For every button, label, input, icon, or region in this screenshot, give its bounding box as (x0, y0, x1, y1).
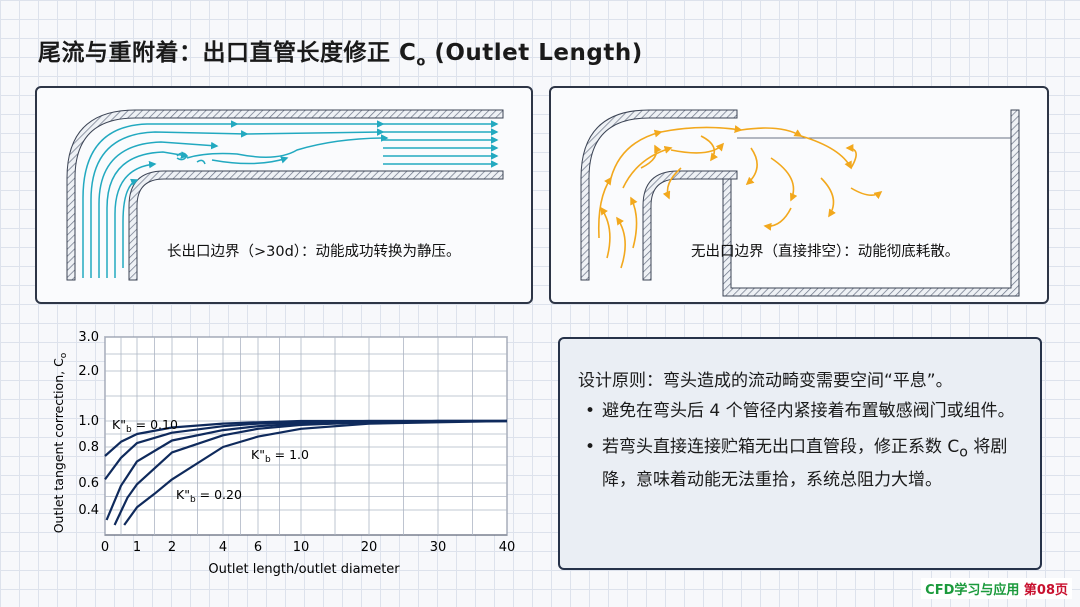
streamline (114, 160, 157, 278)
curve-label: K"b = 0.20 (176, 487, 242, 505)
turbulent-streamline (820, 177, 836, 218)
design-principle-note: 设计原则：弯头造成的流动畸变需要空间“平息”。 •避免在弯头后 4 个管径内紧接… (558, 337, 1042, 570)
y-tick-label: 2.0 (78, 364, 99, 379)
x-axis-label: Outlet length/outlet diameter (208, 562, 400, 577)
streamline (106, 151, 189, 278)
turbulent-streamline (622, 145, 673, 189)
turbulent-streamline (740, 127, 803, 137)
page-footer: CFD学习与应用 第08页 (921, 578, 1072, 599)
turbulent-streamline (616, 216, 626, 269)
no-outlet-caption: 无出口边界（直接排空）：动能彻底耗散。 (691, 244, 960, 260)
y-tick-label: 0.8 (78, 440, 99, 455)
brand-label: CFD学习与应用 (925, 583, 1020, 598)
long-outlet-panel: 长出口边界（>30d）：动能成功转换为静压。 (35, 86, 533, 304)
y-tick-labels: 0.4 0.6 0.8 1.0 2.0 3.0 (78, 330, 99, 518)
eddy (196, 159, 206, 165)
title-subscript: o (416, 54, 426, 70)
turbulent-streamline (670, 142, 725, 154)
turbulent-streamline (845, 144, 857, 169)
x-tick-labels: 0 1 2 4 6 10 20 30 40 (101, 540, 515, 555)
no-outlet-flow-diagram (580, 109, 1020, 297)
note-subscript: o (959, 444, 968, 461)
page-number: 第08页 (1023, 583, 1068, 598)
turbulent-streamline (610, 129, 663, 179)
x-tick-label: 30 (430, 540, 447, 555)
streamline (246, 128, 385, 136)
curve-3 (113, 419, 507, 526)
x-tick-label: 40 (499, 540, 516, 555)
bullet: • (585, 437, 596, 457)
y-tick-label: 0.6 (78, 476, 99, 491)
x-tick-label: 6 (254, 540, 262, 555)
streamline (186, 134, 389, 159)
tank-wall (722, 109, 1020, 297)
streamline (90, 130, 249, 278)
streamline (98, 141, 219, 278)
long-outlet-flow-diagram (66, 109, 504, 281)
turbulent-streamline (660, 125, 743, 134)
plot-area (104, 336, 508, 536)
streamline (211, 156, 289, 165)
outer-pipe-wall (66, 109, 504, 281)
turbulent-streamline (700, 135, 718, 162)
turbulent-streamline (662, 167, 682, 200)
turbulent-streamline (850, 187, 883, 200)
eddy (176, 152, 188, 161)
y-axis-label: Outlet tangent correction, Co (51, 352, 69, 533)
turbulent-streamline (763, 207, 792, 231)
note-item: •若弯头直接连接贮箱无出口直管段，修正系数 Co 将剧降，意味着动能无法重拾，系… (578, 433, 1018, 494)
curve-label: K"b = 1.0 (251, 447, 309, 465)
chart-curves (104, 419, 508, 526)
y-tick-label: 0.4 (78, 503, 99, 518)
streamline (82, 120, 239, 278)
chart-grid (104, 336, 508, 536)
outlet-correction-chart: 0 1 2 4 6 10 20 30 40 0.4 0.6 0.8 1.0 2.0 3.0 K"b = 0… (51, 330, 515, 577)
turbulent-streamline (800, 135, 852, 170)
x-tick-label: 0 (101, 540, 109, 555)
long-outlet-caption: 长出口边界（>30d）：动能成功转换为静压。 (167, 244, 461, 260)
bullet: • (585, 401, 596, 421)
streamline (122, 178, 139, 268)
outer-pipe-wall (580, 109, 738, 281)
y-tick-label: 3.0 (78, 330, 99, 345)
curve-4 (123, 419, 508, 526)
turbulent-streamline (640, 144, 662, 169)
y-tick-label: 1.0 (78, 414, 99, 429)
turbulent-streamline (597, 176, 612, 239)
turbulent-streamline (600, 206, 611, 259)
x-tick-label: 4 (219, 540, 227, 555)
note-lead: 设计原则：弯头造成的流动畸变需要空间“平息”。 (578, 371, 953, 391)
x-tick-label: 10 (293, 540, 310, 555)
curve-label: K"b = 0.10 (112, 417, 178, 435)
x-tick-label: 1 (133, 540, 141, 555)
turbulent-streamline (630, 196, 638, 249)
inner-pipe-wall (128, 170, 504, 281)
turbulent-streamline (745, 147, 758, 186)
turbulent-streamline (770, 157, 798, 202)
no-outlet-panel: 无出口边界（直接排空）：动能彻底耗散。 (549, 86, 1049, 304)
x-tick-label: 2 (168, 540, 176, 555)
curve-labels: K"b = 0.10K"b = 1.0K"b = 0.20 (112, 417, 309, 505)
x-tick-label: 20 (361, 540, 378, 555)
note-item: •避免在弯头后 4 个管径内紧接着布置敏感阀门或组件。 (578, 397, 1018, 425)
page-title: 尾流与重附着：出口直管长度修正 Co (Outlet Length) (38, 40, 643, 70)
inner-pipe-wall (642, 170, 738, 281)
